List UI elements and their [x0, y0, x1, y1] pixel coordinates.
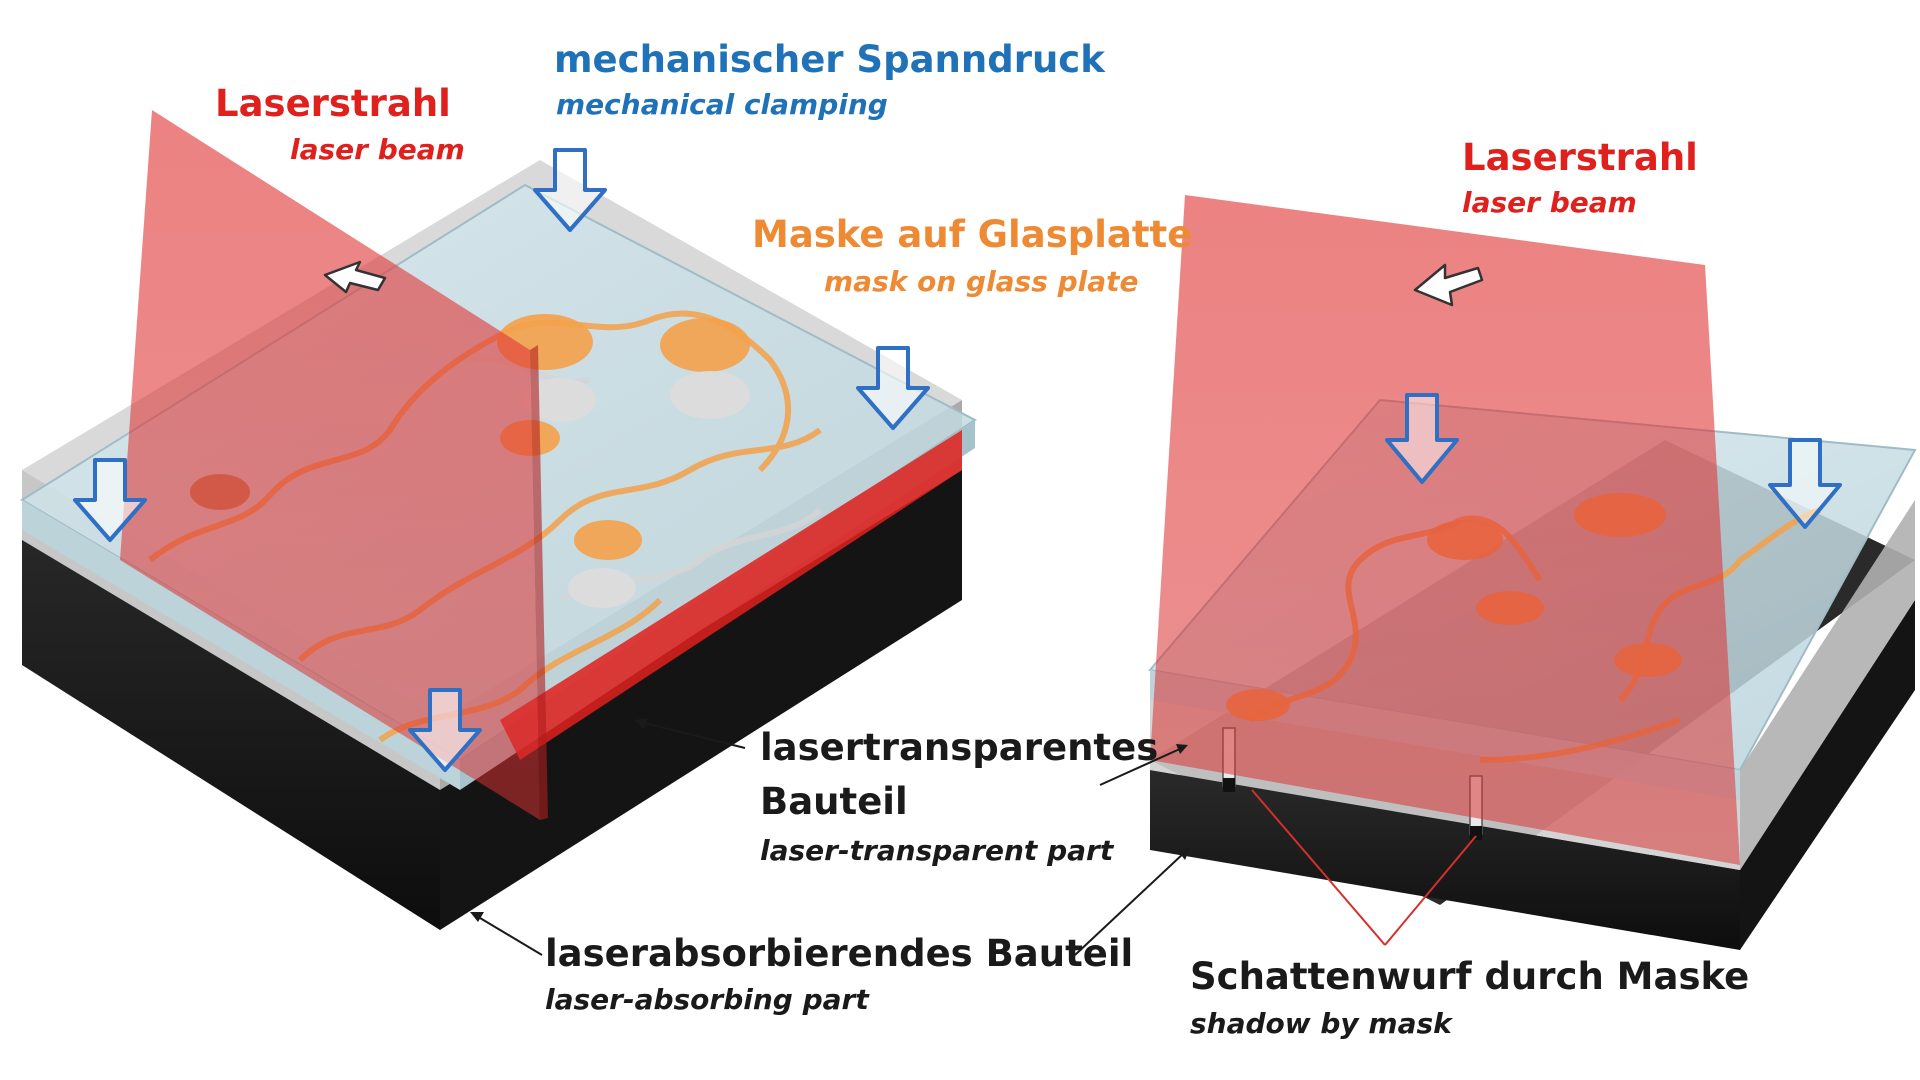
transparent-part-label-de-1: lasertransparentes: [760, 726, 1159, 769]
laser-left-label-de: Laserstrahl: [215, 82, 451, 125]
clamp-arrow-icon: [856, 346, 930, 430]
left-absorbing-part-front: [22, 505, 440, 930]
clamp-arrow-icon: [408, 688, 482, 772]
shadow-leader-lines: [1251, 789, 1477, 946]
mask-label-en: mask on glass plate: [824, 265, 1139, 298]
transparent-part-label-en: laser-transparent part: [760, 834, 1114, 867]
laser-left-label-en: laser beam: [290, 133, 465, 166]
clamp-arrow-icon: [533, 148, 607, 232]
leader-lines: [470, 718, 1190, 956]
laser-right-label-en: laser beam: [1462, 186, 1637, 219]
mask-label-de: Maske auf Glasplatte: [752, 213, 1193, 256]
laser-direction-arrow-icon: [323, 260, 387, 294]
absorbing-part-label-de: laserabsorbierendes Bauteil: [545, 932, 1134, 975]
clamp-arrow-icon: [73, 458, 147, 542]
shadow-label-de: Schattenwurf durch Maske: [1190, 955, 1750, 998]
right-assembly: [1148, 195, 1917, 950]
clamp-arrow-icon: [1385, 393, 1459, 484]
transparent-part-label-de-2: Bauteil: [760, 780, 908, 823]
laser-right-label-de: Laserstrahl: [1462, 136, 1698, 179]
absorbing-part-label-en: laser-absorbing part: [545, 983, 869, 1016]
laser-direction-arrow-icon: [1413, 263, 1484, 307]
right-absorbing-part-front: [1150, 770, 1740, 950]
left-glass-plate-edge: [22, 500, 460, 790]
clamp-arrow-icon: [1768, 438, 1842, 529]
left-weld-seam: [500, 430, 962, 760]
shadow-label-en: shadow by mask: [1190, 1007, 1452, 1040]
right-transparent-part-side: [1740, 500, 1915, 870]
left-assembly: [20, 110, 977, 930]
left-laser-beam: [120, 110, 540, 820]
clamping-label-en: mechanical clamping: [556, 88, 888, 121]
clamping-label-de: mechanischer Spanndruck: [554, 38, 1105, 81]
right-absorbing-part-side: [1740, 600, 1915, 950]
left-laser-beam-edge: [530, 345, 548, 820]
right-laser-beam: [1150, 195, 1740, 865]
